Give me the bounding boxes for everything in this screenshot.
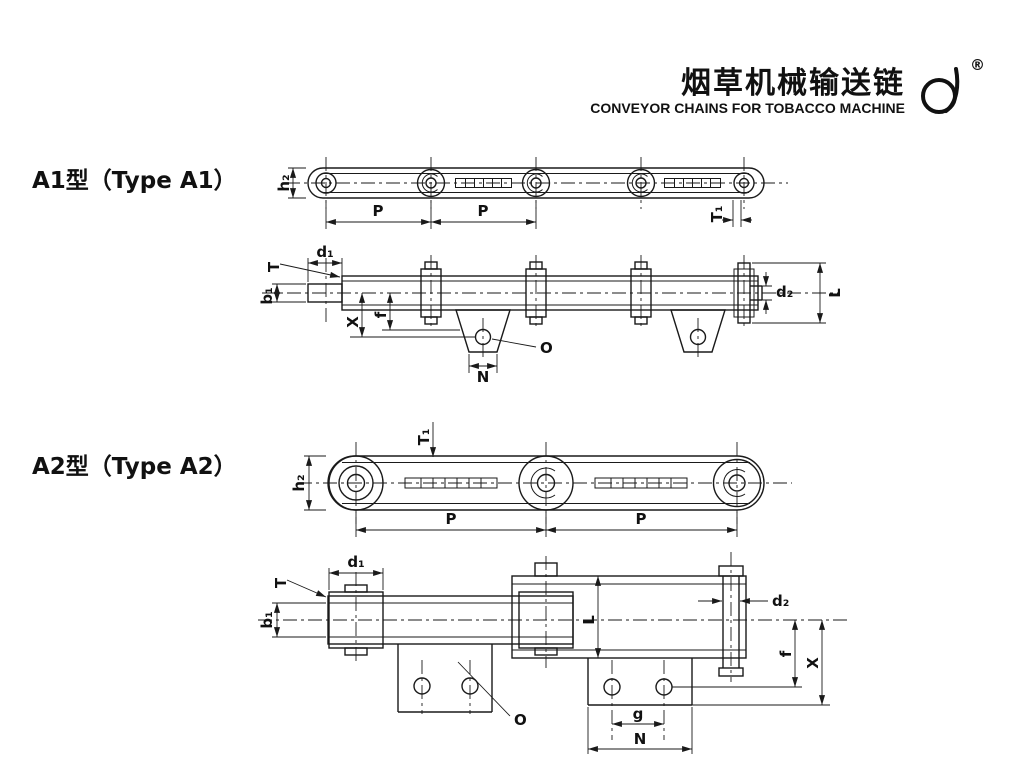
dim-label-p-left-a2: P (446, 510, 457, 528)
dim-label-b1-a1: b₁ (258, 287, 276, 304)
a1-plan-slot-right (664, 178, 721, 188)
dim-label-l-a1: L (826, 288, 844, 298)
a1-side-view: d₁ T b₁ X f O N (258, 243, 844, 386)
brand-logo-icon (921, 67, 960, 114)
dim-label-d2-a1: d₂ (776, 283, 793, 301)
a1-plan-view: h₂ P P T₁ (275, 157, 788, 229)
dim-label-b1-a2: b₁ (258, 611, 276, 628)
dim-label-p-right-a1: P (478, 202, 489, 220)
title-english: CONVEYOR CHAINS FOR TOBACCO MACHINE (590, 100, 905, 116)
dim-label-h2-a1: h₂ (275, 174, 293, 191)
dim-label-h2-a2: h₂ (290, 474, 308, 491)
a2-plan-view: T₁ h₂ P P (290, 422, 792, 537)
dim-label-d2-a2: d₂ (772, 592, 789, 610)
dim-label-t1-a2: T₁ (415, 429, 433, 446)
label-type-a1: A1型（Type A1） (32, 168, 237, 194)
registered-mark: ® (970, 56, 985, 74)
dim-label-o-a2: O (514, 711, 527, 729)
a1-side-hangers (455, 309, 726, 353)
dim-label-o-a1: O (540, 339, 553, 357)
dim-label-d1-a1: d₁ (316, 243, 333, 261)
dim-label-g-a2: g (633, 705, 644, 723)
dim-label-t1-a1: T₁ (708, 206, 726, 223)
dim-label-x-a2: X (804, 657, 822, 669)
dim-label-t-a1: T (265, 261, 283, 272)
dim-label-n-a2: N (634, 730, 647, 748)
a2-plan-slot-right (594, 477, 688, 489)
dim-label-l-a2: L (580, 615, 598, 625)
dim-label-f-a1: f (372, 311, 390, 318)
a2-side-view: d₁ T b₁ L d₂ f X O (258, 552, 848, 754)
title-chinese: 烟草机械输送链 (681, 66, 905, 101)
dim-label-p-left-a1: P (373, 202, 384, 220)
a1-plan-slot-left (455, 178, 512, 188)
dim-label-p-right-a2: P (636, 510, 647, 528)
dim-label-t-a2: T (272, 577, 290, 588)
dim-label-x-a1: X (344, 316, 362, 328)
a1-side-rollers (420, 261, 652, 325)
a2-side-bracket-right (587, 658, 693, 706)
dim-label-f-a2: f (777, 650, 795, 657)
a2-side-big-plate (511, 565, 747, 677)
a2-side-bracket-left (397, 644, 493, 713)
dim-label-n-a1: N (477, 368, 490, 386)
label-type-a2: A2型（Type A2） (32, 454, 237, 480)
a2-plan-slot-left (404, 477, 498, 489)
dim-label-d1-a2: d₁ (347, 553, 364, 571)
a2-side-rollers (328, 562, 574, 656)
